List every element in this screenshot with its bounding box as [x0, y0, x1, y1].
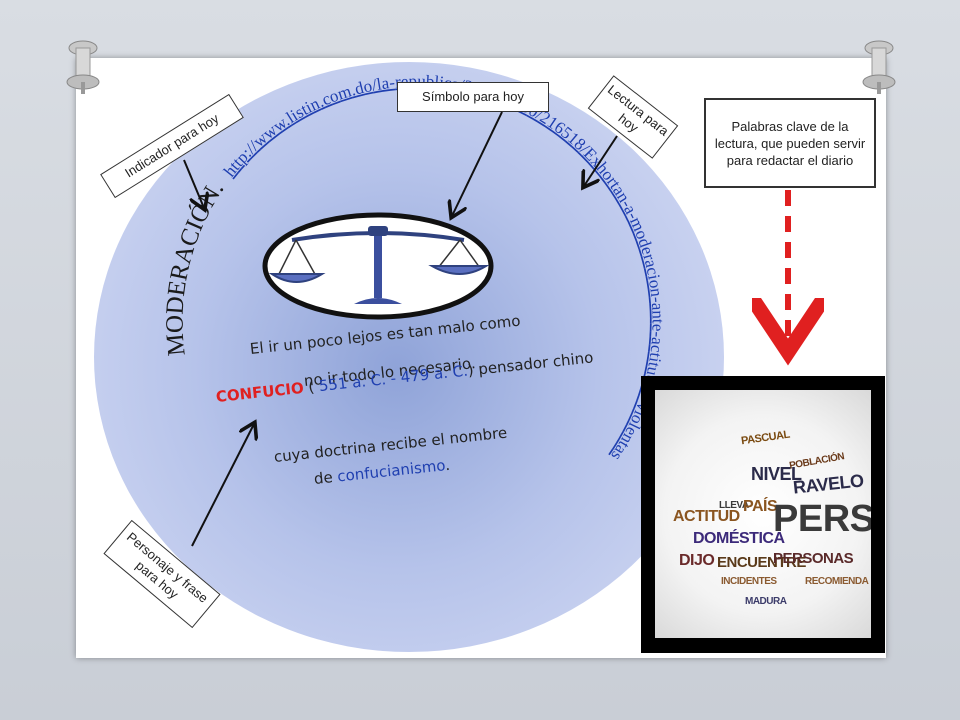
callout-palabras-clave: Palabras clave de la lectura, que pueden… [704, 98, 876, 188]
wc-word: RECOMIENDA [805, 576, 869, 587]
arrow-lectura [584, 135, 618, 186]
wc-word: PASCUAL [740, 428, 791, 448]
word-cloud: PASCUAL POBLACIÓN NIVEL RAVELO ACTITUD L… [655, 390, 871, 638]
callout-simbolo: Símbolo para hoy [397, 82, 549, 112]
word-cloud-frame: PASCUAL POBLACIÓN NIVEL RAVELO ACTITUD L… [641, 376, 885, 653]
wc-word: PAÍS [743, 498, 778, 515]
wc-word: PERSONA [773, 498, 871, 540]
wc-word: ENCUENTRE [717, 554, 806, 571]
arrow-simbolo [452, 111, 503, 216]
wc-word: ACTITUD [673, 508, 740, 525]
wc-word: LLEVA [719, 500, 749, 511]
pushpin-icon [862, 40, 896, 94]
wc-word: NIVEL [751, 464, 802, 484]
arrow-personaje [191, 424, 254, 547]
blue-circle-background [94, 62, 724, 652]
wc-word: PERSONAS [773, 550, 854, 567]
balance-scale-icon [262, 212, 494, 320]
pushpin-icon [66, 40, 100, 94]
wc-word: INCIDENTES [721, 576, 777, 587]
wc-word: DIJO [679, 552, 715, 569]
arrow-indicador [183, 159, 204, 208]
wc-word: RAVELO [792, 470, 865, 498]
wc-word: DOMÉSTICA [693, 530, 785, 547]
wc-word: MADURA [745, 596, 787, 607]
